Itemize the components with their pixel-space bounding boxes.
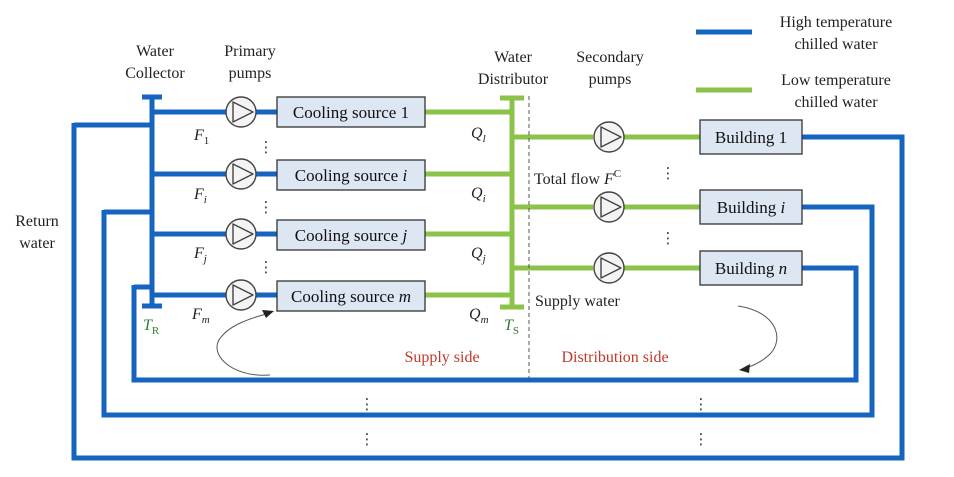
distribution-side-label: Distribution side: [561, 349, 668, 366]
cooling-source-box-1: Cooling source 1: [276, 96, 426, 128]
return-temperature-label: TR: [143, 317, 160, 337]
building-box-i: Building i: [699, 189, 803, 225]
secondary-pump-n: [593, 252, 625, 284]
primary-pump-1: [225, 96, 257, 128]
primary-pump-j: [225, 218, 257, 250]
legend-low-temp-label-2: chilled water: [794, 94, 878, 111]
ellipsis-icon: ⋮: [694, 395, 709, 413]
svg-text:Cooling source 1: Cooling source 1: [293, 103, 409, 122]
primary-pumps-label-1: Primary: [224, 43, 276, 60]
flow-label-f1: F1: [193, 127, 209, 147]
svg-text:Cooling source j: Cooling source j: [295, 226, 408, 245]
cooling-source-box-j: Cooling source j: [276, 219, 426, 251]
building-box-1: Building 1: [699, 119, 803, 155]
supply-water-label: Supply water: [535, 293, 621, 310]
ellipsis-icon: ⋮: [259, 138, 274, 156]
legend-low-temp-label-1: Low temperature: [781, 72, 891, 89]
supply-side-label: Supply side: [404, 349, 479, 366]
water-distributor-label-2: Distributor: [478, 71, 549, 88]
supply-side-circulation-arrow: [216, 310, 274, 376]
ellipsis-markers: ⋮ ⋮ ⋮ ⋮ ⋮ ⋮ ⋮ ⋮ ⋮: [259, 138, 709, 448]
flow-label-fm: Fm: [191, 306, 210, 326]
cooling-source-box-i: Cooling source i: [276, 159, 426, 191]
q-label-ql: Ql: [471, 125, 486, 145]
distribution-side-circulation-arrow: [737, 305, 778, 373]
flow-label-fi: Fi: [193, 186, 207, 206]
ellipsis-icon: ⋮: [360, 395, 375, 413]
secondary-pumps-label-2: pumps: [589, 71, 632, 88]
legend-high-temp-label-1: High temperature: [780, 14, 892, 31]
svg-text:Building n: Building n: [715, 259, 787, 278]
return-water-label-2: water: [19, 235, 55, 252]
primary-pumps-label-2: pumps: [229, 65, 272, 82]
svg-text:Cooling source i: Cooling source i: [295, 166, 408, 185]
ellipsis-icon: ⋮: [259, 258, 274, 276]
svg-text:Cooling source m: Cooling source m: [291, 287, 411, 306]
ellipsis-icon: ⋮: [661, 164, 676, 182]
secondary-pump-1: [593, 121, 625, 153]
supply-pipes: [425, 95, 700, 310]
water-collector-label-1: Water: [136, 43, 174, 60]
ellipsis-icon: ⋮: [661, 229, 676, 247]
secondary-pump-i: [593, 191, 625, 223]
return-water-pipes: [71, 122, 905, 461]
secondary-pumps-label-1: Secondary: [576, 49, 644, 66]
svg-text:Building 1: Building 1: [715, 128, 787, 147]
water-collector-label-2: Collector: [125, 65, 185, 82]
building-box-n: Building n: [699, 250, 803, 286]
legend: High temperature chilled water Low tempe…: [696, 14, 892, 111]
water-distributor-label-1: Water: [494, 49, 532, 66]
flow-label-fj: Fj: [193, 245, 207, 265]
svg-text:Building i: Building i: [717, 198, 786, 217]
legend-high-temp-label-2: chilled water: [794, 36, 878, 53]
primary-pump-m: [225, 279, 257, 311]
q-label-qi: Qi: [471, 185, 486, 205]
ellipsis-icon: ⋮: [360, 430, 375, 448]
q-label-qj: Qj: [471, 245, 486, 265]
total-flow-label: Total flow FC: [534, 168, 621, 188]
supply-temperature-label: TS: [504, 317, 519, 337]
primary-pump-i: [225, 158, 257, 190]
cooling-source-box-m: Cooling source m: [276, 280, 426, 312]
water-collector: [142, 94, 162, 309]
return-water-label-1: Return: [15, 213, 59, 230]
primary-branches: [152, 109, 277, 298]
q-label-qm: Qm: [469, 306, 489, 326]
ellipsis-icon: ⋮: [259, 198, 274, 216]
ellipsis-icon: ⋮: [694, 430, 709, 448]
